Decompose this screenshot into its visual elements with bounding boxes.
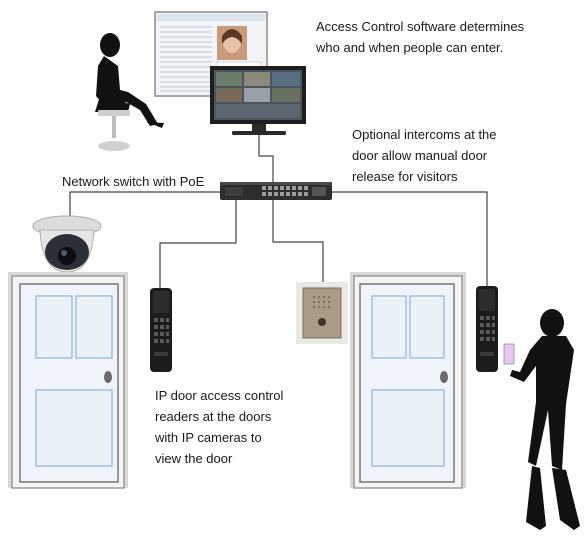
intercom-icon xyxy=(296,282,348,344)
camera-monitor-icon xyxy=(210,66,306,135)
card-reader-icon-right xyxy=(476,286,498,372)
software-caption-line: who and when people can enter. xyxy=(316,40,504,55)
switch-caption: Network switch with PoE xyxy=(62,171,204,192)
access-card-icon xyxy=(503,343,515,365)
cable-monitor-switch xyxy=(258,135,274,182)
readers-caption-line: IP door access control xyxy=(155,388,284,403)
intercom-caption-line: release for visitors xyxy=(352,169,458,184)
intercom-caption-line: door allow manual door xyxy=(352,148,488,163)
readers-caption: IP door access control readers at the do… xyxy=(155,385,283,469)
intercom-caption: Optional intercoms at the door allow man… xyxy=(352,124,497,187)
readers-caption-line: with IP cameras to xyxy=(155,430,262,445)
switch-caption-text: Network switch with PoE xyxy=(62,174,205,189)
readers-caption-line: view the door xyxy=(155,451,233,466)
standing-woman-silhouette xyxy=(510,309,580,530)
network-switch-icon xyxy=(220,182,332,200)
cable-switch-reader-right xyxy=(330,191,488,286)
card-reader-icon xyxy=(150,288,172,372)
office-stool xyxy=(98,110,130,151)
cable-switch-intercom xyxy=(272,200,324,282)
dome-camera-icon xyxy=(32,215,102,273)
software-caption-line: Access Control software determines xyxy=(316,19,525,34)
readers-caption-line: readers at the doors xyxy=(155,409,272,424)
door-right xyxy=(350,272,466,489)
door-left xyxy=(8,272,128,489)
network-cables xyxy=(69,135,488,288)
software-caption: Access Control software determines who a… xyxy=(316,16,524,58)
intercom-caption-line: Optional intercoms at the xyxy=(352,127,497,142)
seated-woman-silhouette xyxy=(95,33,164,128)
cable-switch-camera xyxy=(69,191,220,216)
cable-switch-reader-left xyxy=(159,200,237,288)
